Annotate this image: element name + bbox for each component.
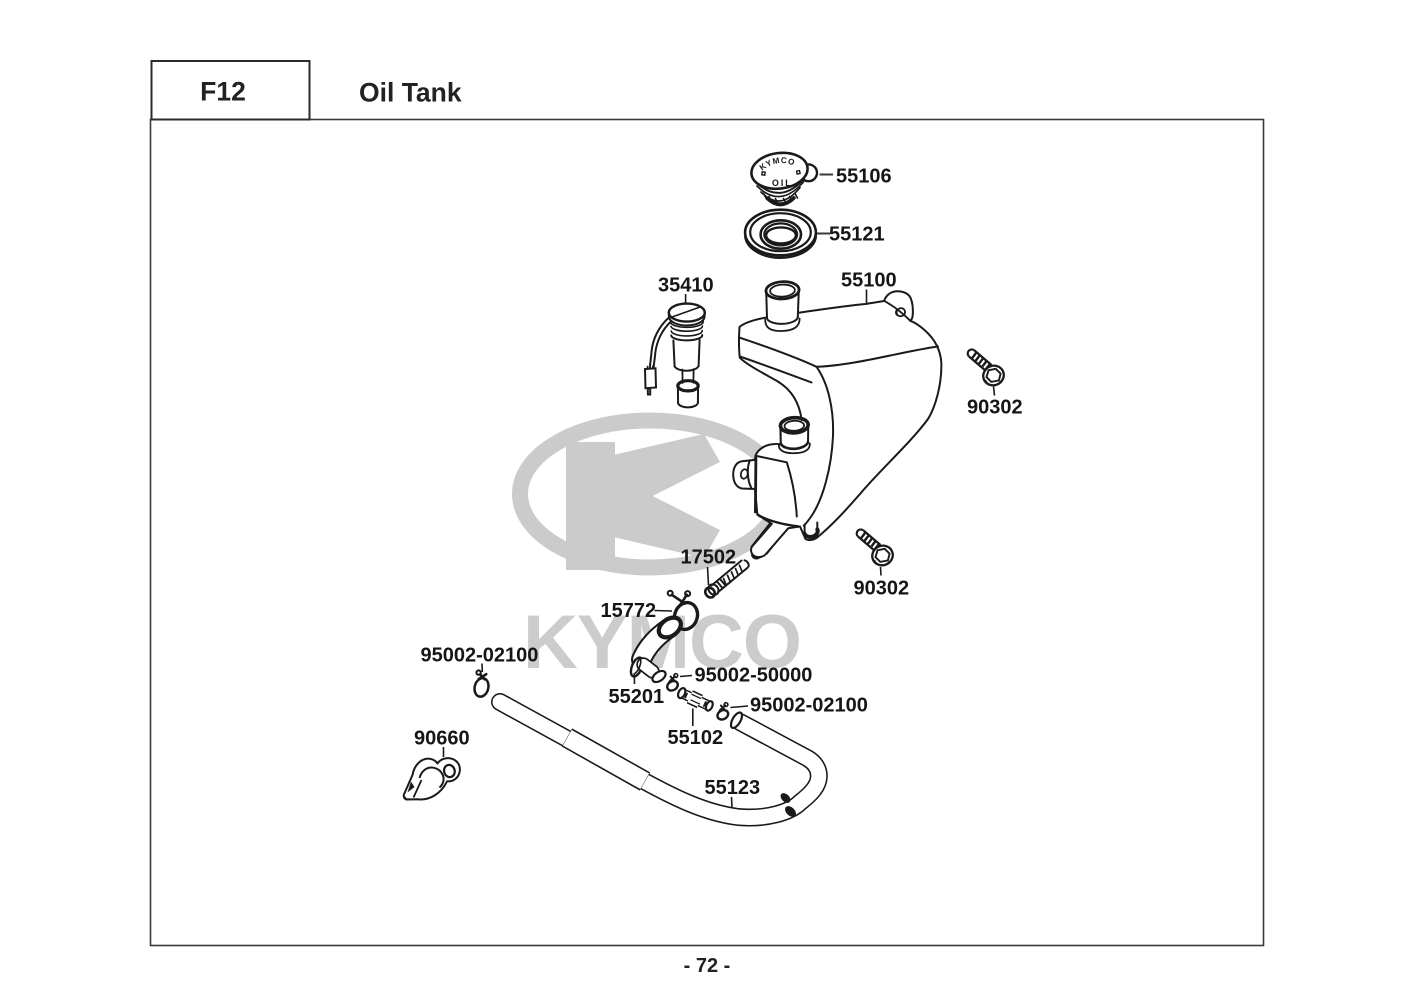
svg-text:55123: 55123	[705, 777, 761, 799]
svg-text:OIL: OIL	[772, 178, 793, 188]
svg-text:55102: 55102	[668, 727, 724, 749]
svg-text:15772: 15772	[601, 600, 657, 622]
svg-text:90302: 90302	[854, 578, 910, 600]
svg-text:Oil Tank: Oil Tank	[359, 78, 462, 108]
svg-text:90302: 90302	[967, 397, 1023, 419]
svg-text:F12: F12	[200, 77, 246, 107]
svg-text:55100: 55100	[841, 270, 897, 292]
svg-text:95002-02100: 95002-02100	[421, 645, 539, 667]
svg-text:95002-02100: 95002-02100	[750, 695, 868, 717]
svg-text:55106: 55106	[836, 166, 892, 188]
svg-text:55121: 55121	[829, 224, 885, 246]
svg-text:90660: 90660	[414, 728, 470, 750]
svg-text:55201: 55201	[609, 686, 665, 708]
svg-text:95002-50000: 95002-50000	[695, 665, 813, 687]
svg-text:17502: 17502	[681, 547, 737, 569]
svg-text:35410: 35410	[658, 275, 714, 297]
svg-text:- 72 -: - 72 -	[684, 955, 731, 977]
